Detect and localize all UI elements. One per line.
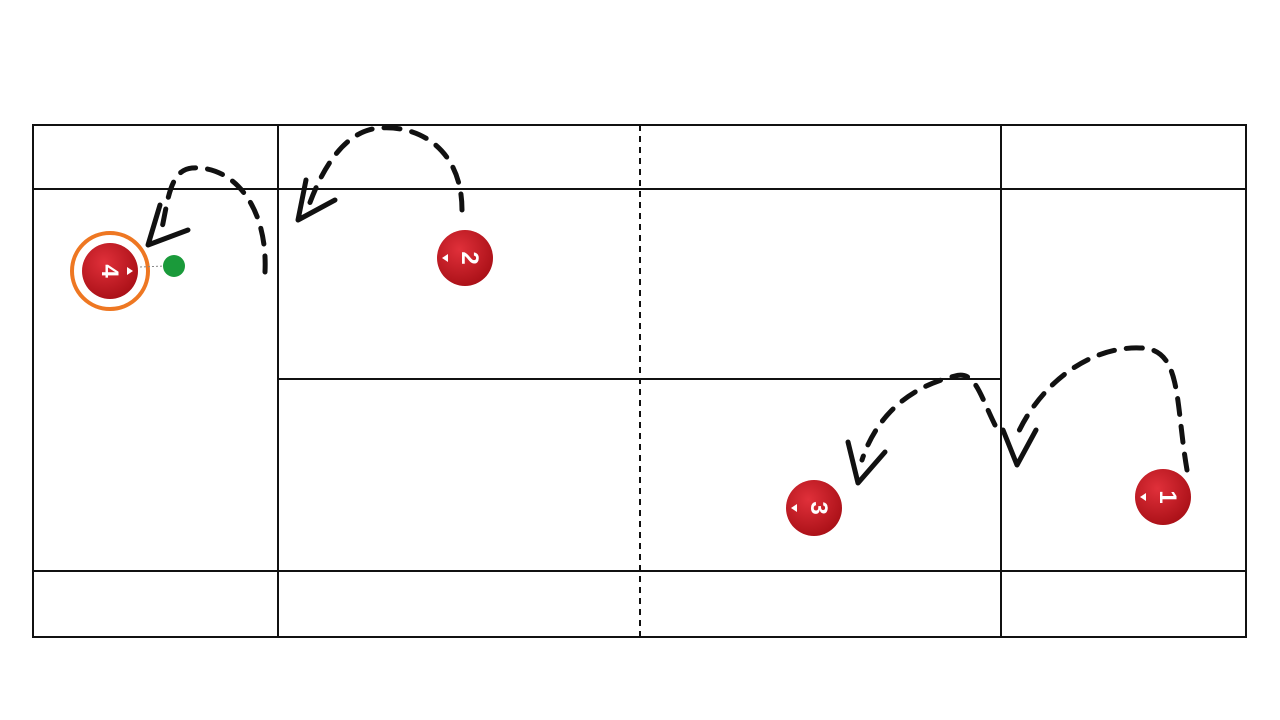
trajectory-1 bbox=[1000, 345, 1190, 473]
court bbox=[32, 124, 1247, 638]
direction-icon bbox=[442, 254, 448, 262]
player-1[interactable]: 1 bbox=[1135, 469, 1191, 525]
player-label: 1 bbox=[1154, 490, 1181, 503]
direction-icon bbox=[1140, 493, 1146, 501]
player-label: 3 bbox=[805, 501, 832, 514]
direction-icon bbox=[791, 504, 797, 512]
trajectory-2 bbox=[295, 125, 465, 223]
marker-link bbox=[139, 265, 166, 268]
player-3[interactable]: 3 bbox=[786, 480, 842, 536]
trajectory-3 bbox=[845, 372, 998, 486]
trajectory-4 bbox=[145, 165, 268, 275]
player-label: 4 bbox=[96, 264, 123, 278]
direction-icon bbox=[127, 267, 133, 275]
player-4[interactable]: 4 bbox=[70, 231, 150, 311]
player-2[interactable]: 2 bbox=[437, 230, 493, 286]
selection-ring bbox=[70, 231, 150, 311]
player-label: 2 bbox=[456, 251, 483, 264]
drag-handle-marker[interactable] bbox=[163, 255, 185, 277]
